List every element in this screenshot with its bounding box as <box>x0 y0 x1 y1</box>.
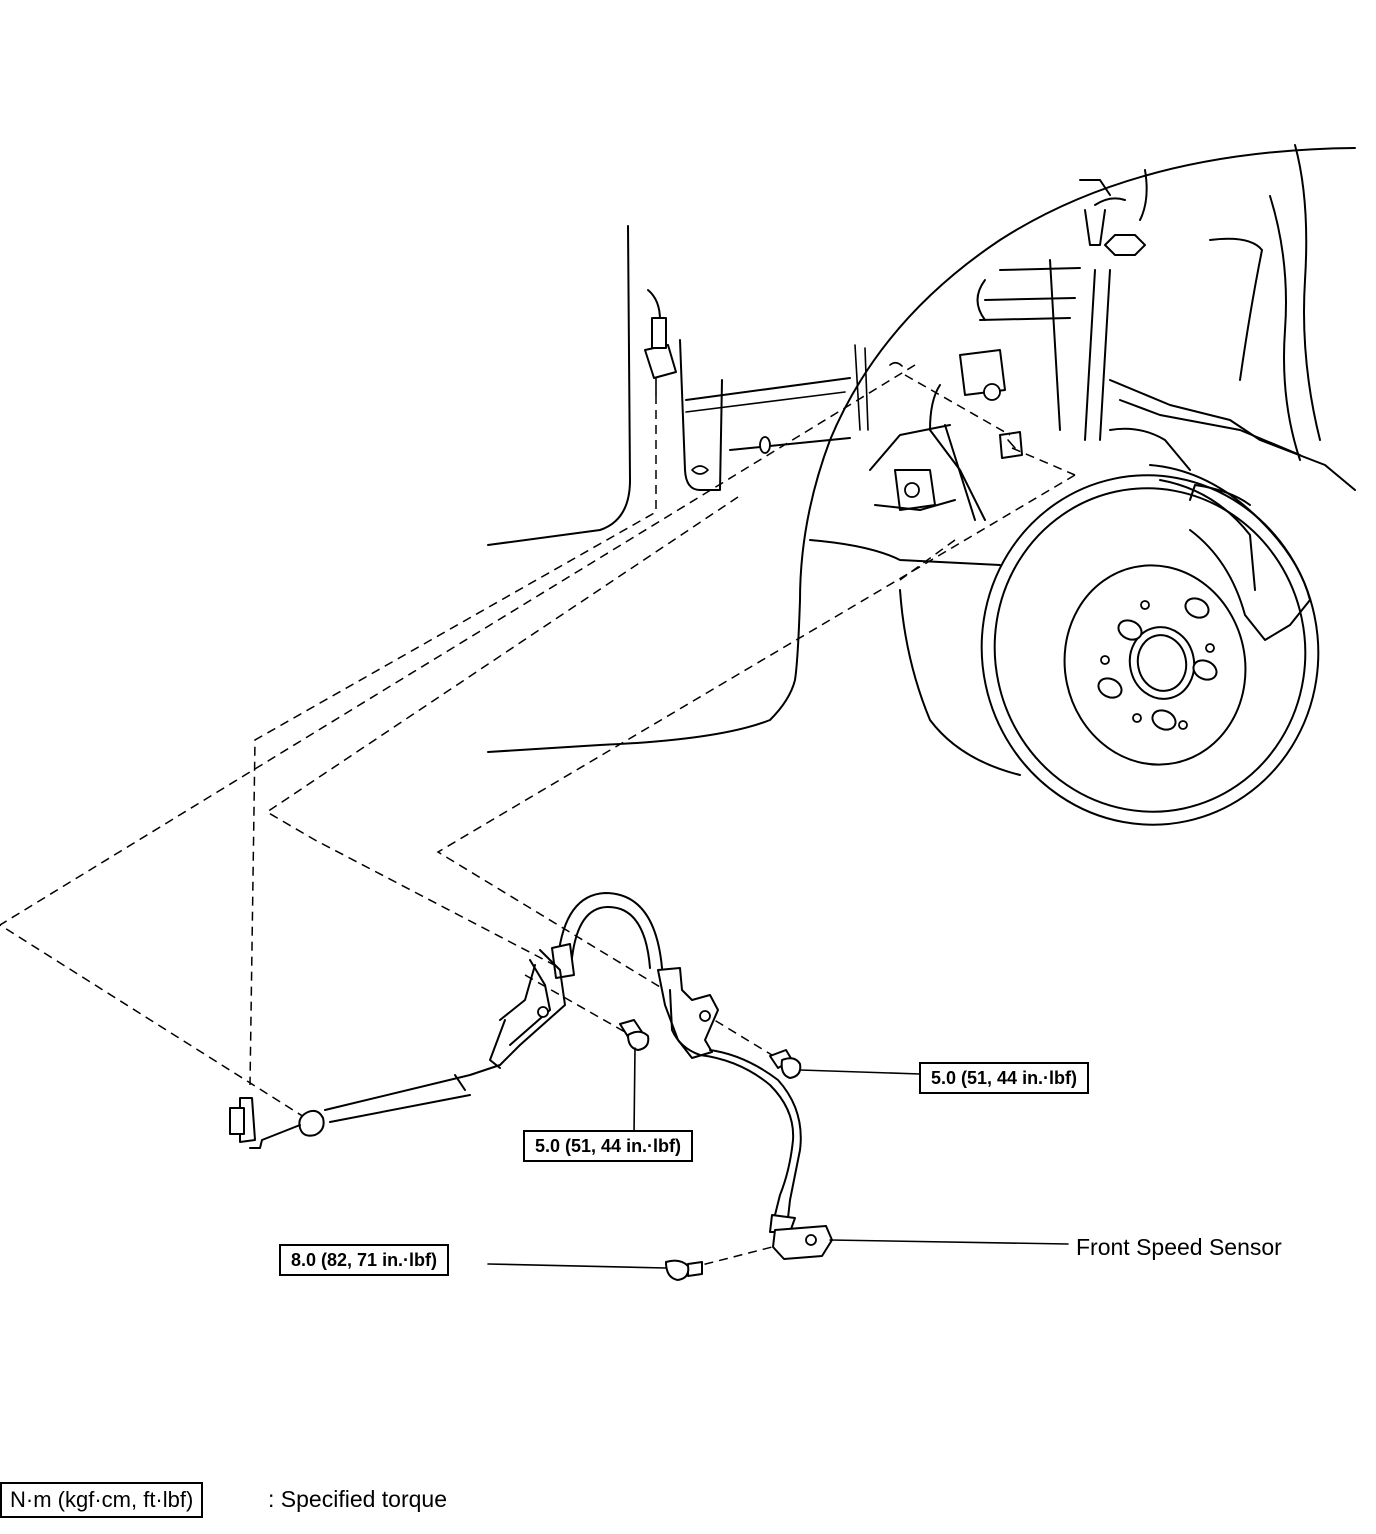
alignment-dashes <box>0 364 1076 1269</box>
bolt-center <box>619 1019 650 1051</box>
torque-label-right: 5.0 (51, 44 in.·lbf) <box>919 1062 1090 1094</box>
legend-unit-box: N·m (kgf·cm, ft·lbf) <box>0 1482 204 1518</box>
brake-disc-hub <box>980 464 1320 826</box>
suspension-assembly <box>854 169 1356 521</box>
torque-label-center: 5.0 (51, 44 in.·lbf) <box>523 1130 694 1162</box>
speed-sensor-harness <box>229 892 833 1260</box>
legend-description: : Specified torque <box>268 1486 448 1512</box>
inner-fender-panel <box>487 225 851 546</box>
fender-arch <box>487 144 1356 776</box>
front-speed-sensor-label: Front Speed Sensor <box>1076 1234 1282 1260</box>
torque-label-sensor: 8.0 (82, 71 in.·lbf) <box>279 1244 450 1276</box>
leader-lines <box>487 1047 1069 1269</box>
bolt-right <box>769 1049 802 1079</box>
bolt-sensor <box>665 1259 703 1281</box>
wheel-studs <box>1097 597 1218 731</box>
